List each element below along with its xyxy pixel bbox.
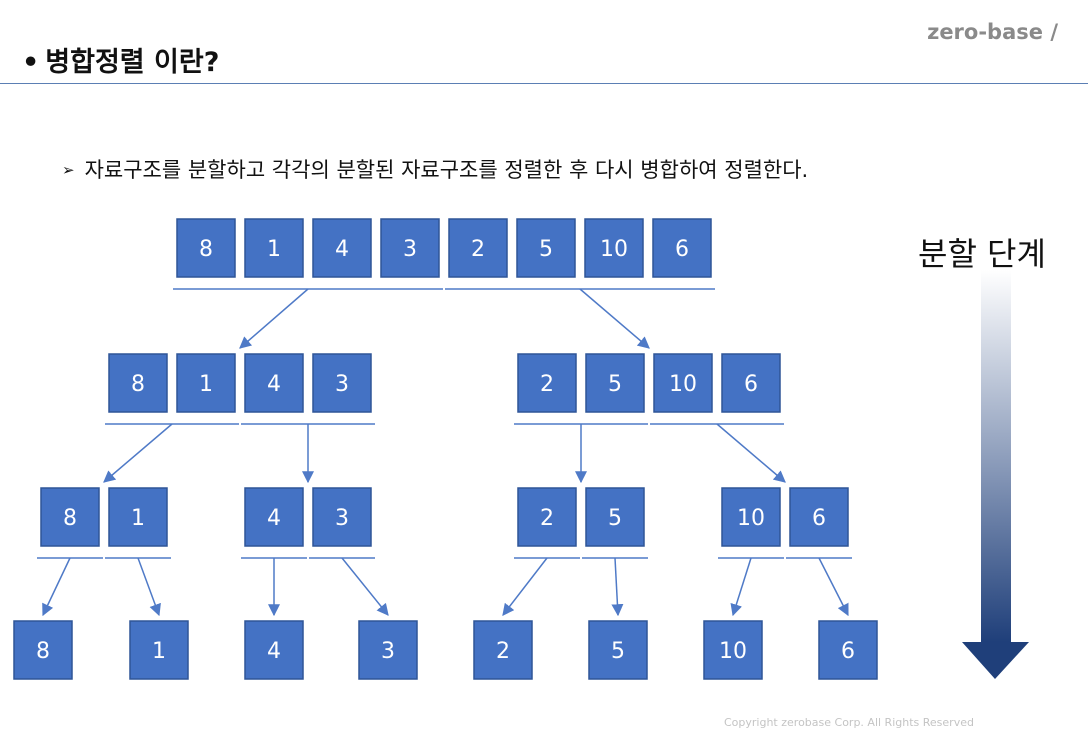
number-box	[358, 620, 418, 680]
number-label: 10	[719, 639, 747, 664]
number-label: 4	[267, 506, 281, 531]
number-label: 1	[199, 372, 213, 397]
number-box	[721, 353, 781, 413]
number-box	[585, 487, 645, 547]
number-label: 4	[335, 237, 349, 262]
number-box	[244, 620, 304, 680]
split-arrow	[341, 557, 389, 616]
number-box	[312, 218, 372, 278]
number-label: 3	[403, 237, 417, 262]
number-box	[244, 218, 304, 278]
split-step-arrow-icon	[962, 270, 1029, 679]
number-label: 2	[471, 237, 485, 262]
number-label: 5	[608, 372, 622, 397]
number-box	[652, 218, 712, 278]
number-label: 4	[267, 372, 281, 397]
number-box	[129, 620, 189, 680]
number-label: 4	[267, 639, 281, 664]
number-label: 10	[669, 372, 697, 397]
split-arrow	[818, 557, 849, 617]
number-box	[517, 487, 577, 547]
split-arrow	[579, 288, 650, 349]
split-arrow	[716, 423, 786, 483]
number-box	[244, 487, 304, 547]
number-box	[448, 218, 508, 278]
copyright-text: Copyright zerobase Corp. All Rights Rese…	[724, 716, 974, 729]
number-box	[789, 487, 849, 547]
number-box	[244, 353, 304, 413]
bullet-icon: •	[22, 47, 40, 78]
split-arrow	[103, 423, 173, 483]
page-title-text: 병합정렬 이란?	[45, 47, 220, 78]
number-box	[108, 353, 168, 413]
split-step-label: 분할 단계	[918, 235, 1046, 273]
number-box	[40, 487, 100, 547]
number-box	[584, 218, 644, 278]
number-label: 6	[812, 506, 826, 531]
number-box	[312, 353, 372, 413]
number-label: 3	[335, 372, 349, 397]
brand-logo: zero-base /	[927, 20, 1058, 44]
arrow-bullet-icon: ➢	[62, 161, 75, 179]
number-box	[721, 487, 781, 547]
number-box	[585, 353, 645, 413]
split-arrow	[502, 557, 548, 616]
number-box	[588, 620, 648, 680]
number-label: 10	[737, 506, 765, 531]
split-arrow	[42, 557, 71, 617]
split-arrow	[611, 557, 624, 617]
number-box	[108, 487, 168, 547]
number-label: 10	[600, 237, 628, 262]
number-label: 5	[611, 639, 625, 664]
number-label: 6	[841, 639, 855, 664]
number-label: 3	[381, 639, 395, 664]
number-box	[473, 620, 533, 680]
number-label: 8	[36, 639, 50, 664]
number-label: 6	[744, 372, 758, 397]
number-label: 8	[63, 506, 77, 531]
number-box	[312, 487, 372, 547]
number-label: 2	[540, 506, 554, 531]
number-label: 2	[496, 639, 510, 664]
number-box	[176, 218, 236, 278]
number-label: 2	[540, 372, 554, 397]
number-box	[653, 353, 713, 413]
number-label: 6	[675, 237, 689, 262]
split-arrow	[137, 557, 161, 617]
number-label: 1	[131, 506, 145, 531]
number-box	[818, 620, 878, 680]
number-box	[13, 620, 73, 680]
number-box	[516, 218, 576, 278]
number-label: 5	[608, 506, 622, 531]
description-text: 자료구조를 분할하고 각각의 분할된 자료구조를 정렬한 후 다시 병합하여 정…	[84, 158, 809, 182]
split-arrow	[730, 557, 752, 617]
header-divider	[0, 83, 1088, 84]
split-arrow	[239, 288, 309, 349]
description: ➢ 자료구조를 분할하고 각각의 분할된 자료구조를 정렬한 후 다시 병합하여 …	[62, 154, 808, 184]
number-label: 1	[267, 237, 281, 262]
number-box	[517, 353, 577, 413]
number-box	[176, 353, 236, 413]
number-label: 1	[152, 639, 166, 664]
number-label: 8	[131, 372, 145, 397]
page-title: •병합정렬 이란?	[22, 40, 219, 79]
number-box	[703, 620, 763, 680]
number-box	[380, 218, 440, 278]
number-label: 3	[335, 506, 349, 531]
number-label: 5	[539, 237, 553, 262]
number-label: 8	[199, 237, 213, 262]
